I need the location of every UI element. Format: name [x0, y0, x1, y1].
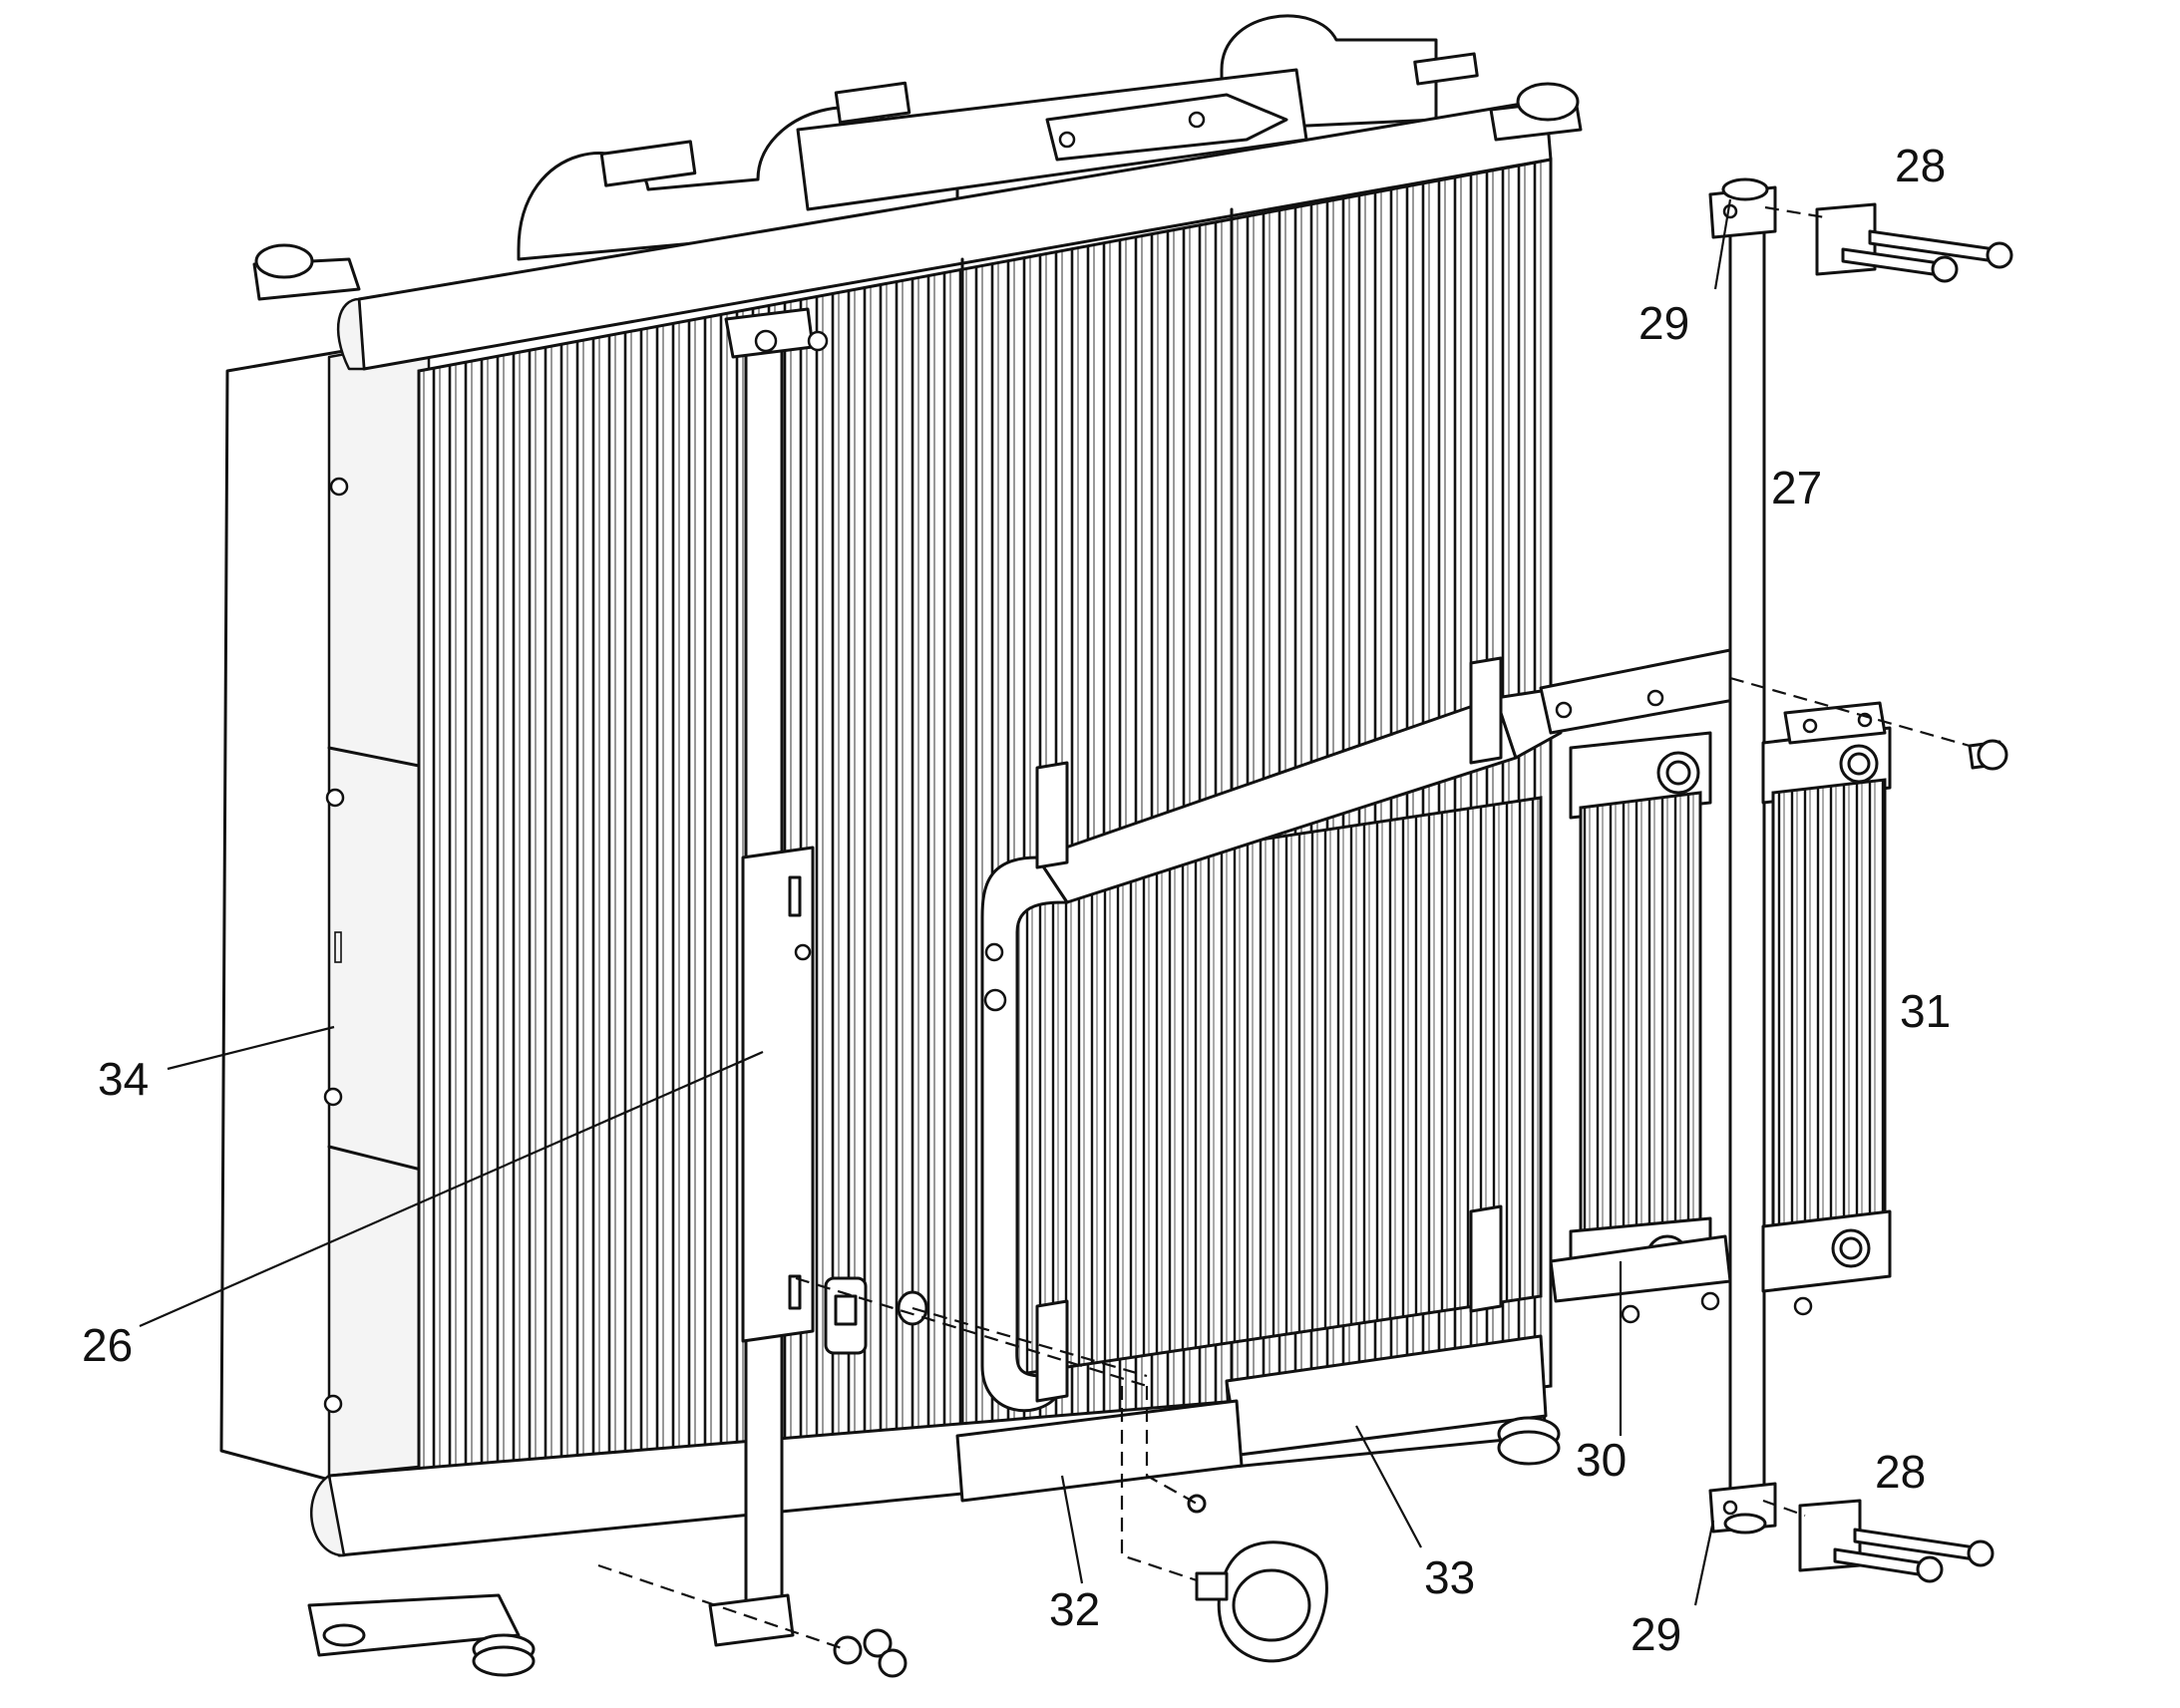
callout-33: 33	[1424, 1551, 1475, 1603]
callout-29-bottom: 29	[1631, 1608, 1681, 1660]
callout-27: 27	[1771, 462, 1822, 513]
leader-lines	[139, 198, 1732, 1606]
oil-cooler-30	[1549, 731, 1732, 1324]
callouts: 26 27 28 28 29 29 30 31 32 33 34	[82, 140, 1951, 1660]
support-column-27	[1708, 177, 1777, 1535]
callout-30: 30	[1576, 1434, 1627, 1486]
callout-31: 31	[1900, 985, 1951, 1037]
lower-cooler-33	[1005, 796, 1561, 1468]
oil-cooler-31	[1761, 701, 1892, 1316]
fastener-group	[824, 202, 2013, 1678]
callout-28-bottom: 28	[1875, 1446, 1926, 1498]
callout-34: 34	[98, 1053, 149, 1105]
assembly-lines	[597, 205, 1971, 1652]
support-rod-26	[708, 307, 829, 1647]
base-mount-left	[307, 1593, 536, 1677]
lower-cooler-32	[955, 1399, 1244, 1503]
side-shroud-34	[219, 337, 431, 1486]
top-tank-assembly	[252, 14, 1583, 371]
callout-26: 26	[82, 1319, 133, 1371]
callout-28-top: 28	[1895, 140, 1946, 191]
callout-29-top: 29	[1638, 297, 1689, 349]
callout-32: 32	[1049, 1583, 1100, 1635]
